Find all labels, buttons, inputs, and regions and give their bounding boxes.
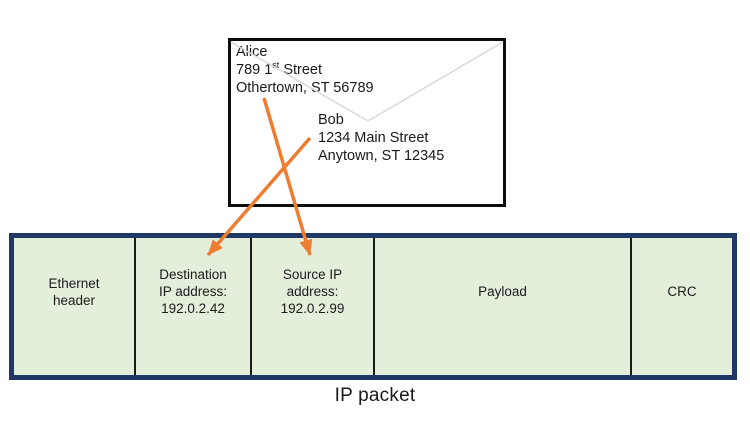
recipient-city: Anytown, ST 12345 [318, 148, 445, 164]
field-label-line: IP address: [158, 284, 228, 299]
field-destination-ip: Destination IP address: 192.0.2.42 [134, 238, 250, 375]
ip-packet-caption: IP packet [334, 385, 416, 406]
recipient-name: Bob [318, 112, 344, 128]
field-label-line: CRC [667, 284, 697, 299]
sender-city: Othertown, ST 56789 [236, 80, 374, 96]
field-crc: CRC [630, 238, 732, 375]
field-payload: Payload [373, 238, 630, 375]
sender-address: Alice 789 1st Street Othertown, ST 56789 [236, 43, 374, 97]
field-label-line: address: [286, 284, 339, 299]
recipient-street: 1234 Main Street [318, 130, 429, 146]
sender-street-name: Street [279, 62, 323, 78]
sender-name: Alice [236, 44, 268, 60]
field-value-destination-ip: 192.0.2.42 [161, 301, 225, 316]
field-label-line: header [52, 292, 96, 308]
field-label-line: Ethernet [48, 275, 100, 291]
field-ethernet-header: Ethernet header [14, 238, 134, 375]
field-label-line: Payload [478, 284, 527, 299]
field-label-line: Destination [159, 267, 227, 282]
sender-street: 789 1st Street [236, 61, 374, 79]
recipient-address: Bob 1234 Main Street Anytown, ST 12345 [318, 111, 444, 165]
ip-packet-bar: Ethernet header Destination IP address: … [9, 233, 737, 380]
field-source-ip: Source IP address: 192.0.2.99 [250, 238, 373, 375]
envelope: Alice 789 1st Street Othertown, ST 56789… [228, 38, 506, 207]
field-label-line: Source IP [282, 267, 343, 282]
field-value-source-ip: 192.0.2.99 [280, 301, 345, 316]
sender-street-number: 789 1 [236, 62, 273, 78]
